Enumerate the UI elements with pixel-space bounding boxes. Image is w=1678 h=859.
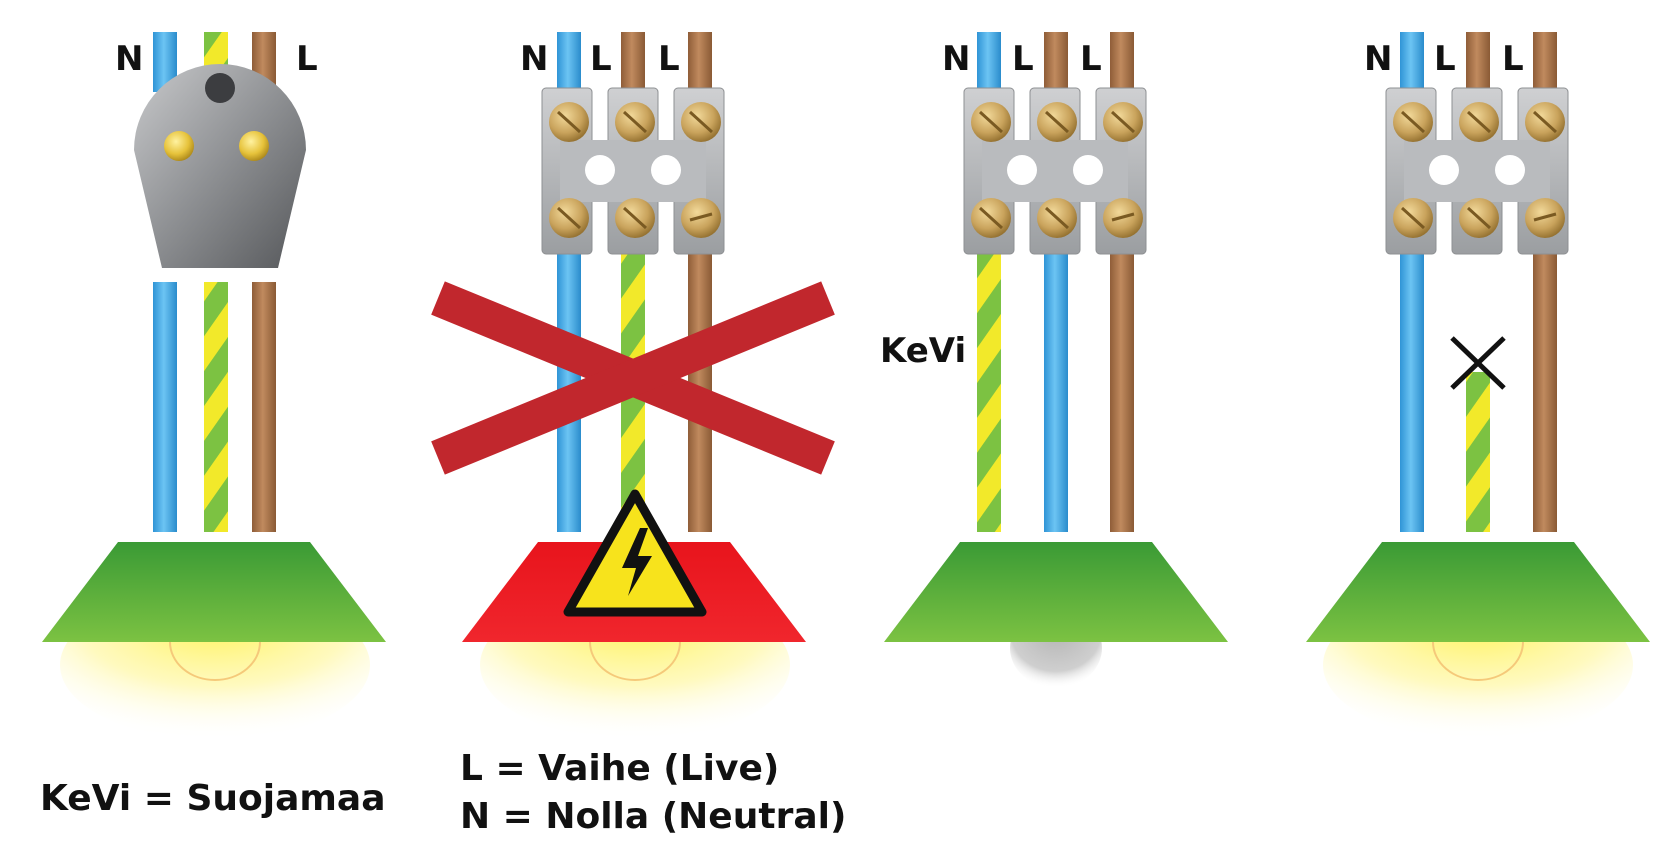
plug-pin xyxy=(164,131,194,161)
neutral-wire xyxy=(153,282,177,532)
terminal-block xyxy=(963,87,1147,255)
wire-label: N xyxy=(520,39,548,79)
wire-label: L xyxy=(1502,39,1524,79)
plug-pin xyxy=(239,131,269,161)
wire-label: L xyxy=(1434,39,1456,79)
cut-mark-icon xyxy=(1450,336,1506,390)
earth-wire xyxy=(204,282,228,532)
panel-3-earth-unconnected: N L L KeVi xyxy=(880,32,1228,688)
plug-icon xyxy=(134,64,306,268)
panel-2-forbidden: N L L xyxy=(431,32,835,740)
wire-label: L xyxy=(658,39,680,79)
wire-label: N xyxy=(942,39,970,79)
wire-label: L xyxy=(296,39,318,79)
terminal-block xyxy=(1385,87,1569,255)
wire-label: N xyxy=(1364,39,1392,79)
wire-label: L xyxy=(1080,39,1102,79)
bulb xyxy=(169,641,261,681)
lamp-shade xyxy=(1306,542,1650,642)
lamp-shade xyxy=(884,542,1228,642)
legend-kevi: KeVi = Suojamaa xyxy=(40,778,386,819)
panel-4-earth-cut: N L L xyxy=(1306,32,1650,740)
neutral-wire xyxy=(1044,240,1068,532)
plug-earth-hole xyxy=(205,73,235,103)
high-voltage-warning-icon xyxy=(563,489,707,617)
forbidden-cross-icon xyxy=(431,281,835,475)
terminal-block xyxy=(541,87,725,255)
live-wire xyxy=(252,282,276,532)
bulb xyxy=(1432,641,1524,681)
legend-neutral: N = Nolla (Neutral) xyxy=(460,796,846,837)
earth-wire xyxy=(977,240,1001,532)
wire-label: L xyxy=(590,39,612,79)
lamp-shade xyxy=(42,542,386,642)
wire-label: L xyxy=(1012,39,1034,79)
earth-wire-cut xyxy=(1466,372,1490,532)
earth-side-label: KeVi xyxy=(880,331,966,371)
wire-label: N xyxy=(115,39,143,79)
panel-1-plug: N L xyxy=(42,32,386,740)
bulb xyxy=(589,641,681,681)
legend-live: L = Vaihe (Live) xyxy=(460,748,779,789)
